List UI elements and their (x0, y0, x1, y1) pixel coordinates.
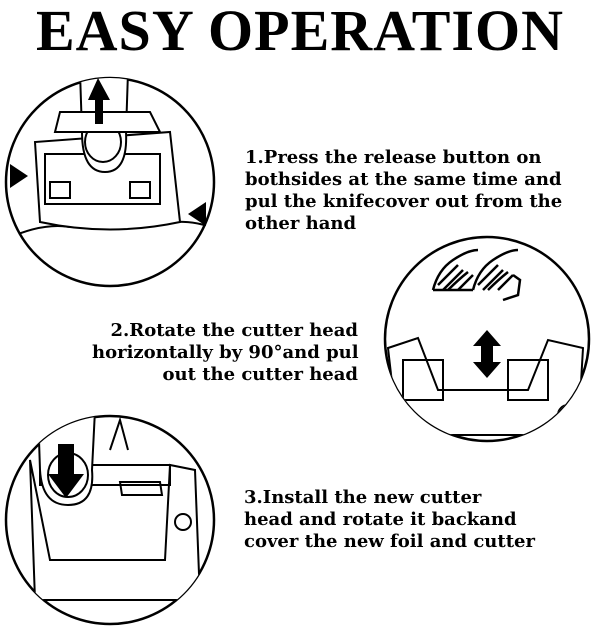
page-title: EASY OPERATION (35, 0, 564, 63)
step-3-text: 3.Install the new cutter head and rotate… (244, 487, 535, 553)
step-1-line: 1.Press the release button on (245, 147, 542, 168)
step-2-line: out the cutter head (162, 364, 358, 385)
step-2-illustration (378, 230, 596, 448)
step-1-line: other hand (245, 213, 357, 234)
step-2-line: horizontally by 90°and pul (92, 342, 359, 363)
step-3-illustration (0, 410, 220, 626)
step-3-line: cover the new foil and cutter (244, 531, 535, 552)
step-3-line: head and rotate it backand (244, 509, 517, 530)
step-1-illustration (0, 72, 222, 294)
step-1-line: pul the knifecover out from the (245, 191, 563, 212)
step-2-text: 2.Rotate the cutter head horizontally by… (92, 320, 359, 386)
step-1-text: 1.Press the release button on bothsides … (245, 147, 562, 235)
step-2-line: 2.Rotate the cutter head (110, 320, 358, 341)
step-1-line: bothsides at the same time and (245, 169, 562, 190)
step-3-line: 3.Install the new cutter (244, 487, 482, 508)
